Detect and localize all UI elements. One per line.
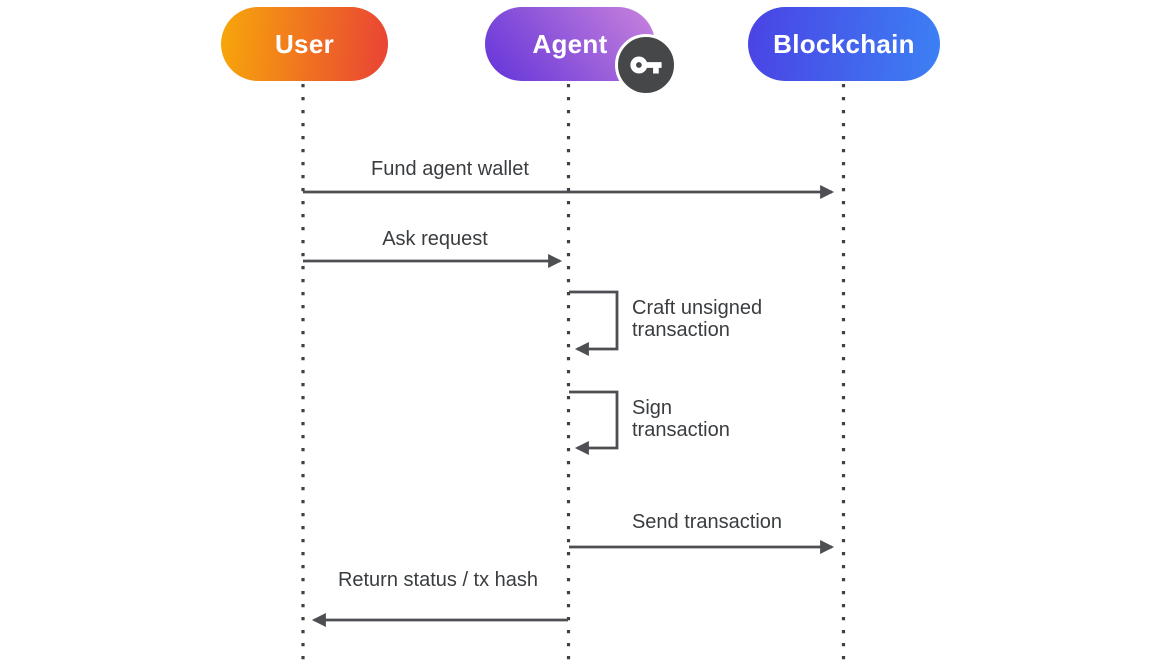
actor-label-agent: Agent (532, 28, 608, 59)
message-label-sign-transaction: Sign transaction (632, 397, 730, 441)
message-label-ask-request: Ask request (382, 228, 488, 250)
message-label-return-status: Return status / tx hash (337, 569, 539, 591)
self-loop-craft-unsigned-transaction (569, 290, 619, 356)
agent-key-badge (615, 34, 677, 96)
self-loop-sign-transaction (569, 390, 619, 455)
actor-pill-blockchain: Blockchain (748, 7, 940, 81)
message-label-fund-agent-wallet: Fund agent wallet (371, 158, 529, 180)
actor-pill-user: User (221, 7, 388, 81)
actor-label-blockchain: Blockchain (773, 28, 915, 59)
message-label-send-transaction: Send transaction (631, 511, 783, 533)
message-label-craft-unsigned-transaction: Craft unsigned transaction (632, 297, 763, 341)
actor-label-user: User (274, 28, 334, 59)
key-icon (630, 56, 662, 74)
